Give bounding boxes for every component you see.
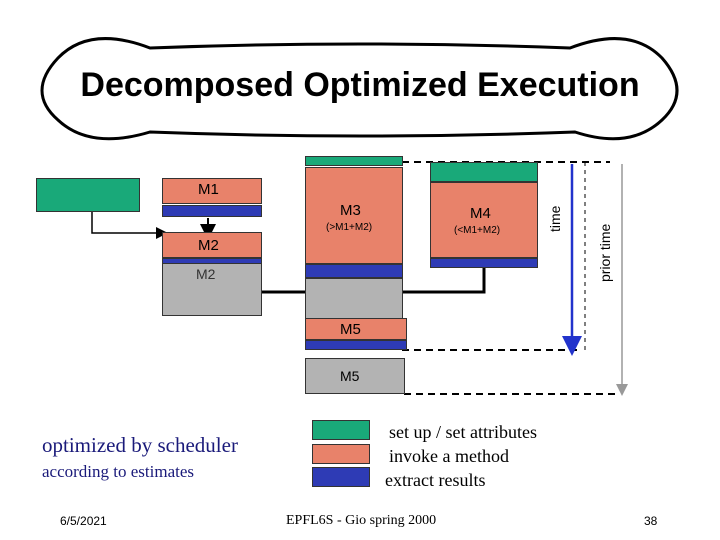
m4-extract-block (430, 258, 538, 268)
m5-prior-block (305, 358, 405, 394)
prior-time-label: prior time (597, 223, 613, 282)
m4-invoke-block (430, 182, 538, 258)
slide-date: 6/5/2021 (60, 514, 107, 528)
title-cloud (40, 37, 679, 141)
m3-sublabel: (>M1+M2) (326, 222, 373, 233)
m3-invoke-block (305, 167, 403, 264)
m5-invoke-block (305, 318, 407, 340)
m4-sublabel: (<M1+M2) (454, 225, 501, 236)
m3-prior-ghost (305, 278, 403, 322)
m1-invoke-block (162, 178, 262, 204)
slide-title: Decomposed Optimized Execution (80, 66, 640, 104)
m2-extract-block (162, 258, 262, 264)
m2-label: M2 (198, 237, 219, 254)
m4-label: M4 (470, 205, 491, 222)
note-optimized: optimized by scheduler (42, 433, 238, 457)
m5-prior-label: M5 (340, 368, 360, 384)
m5-label: M5 (340, 321, 361, 338)
m2-invoke-block (162, 232, 262, 258)
time-label: time (547, 205, 563, 232)
legend-extract-label: extract results (385, 470, 486, 490)
m1-extract-block (162, 205, 262, 217)
legend-extract-swatch (312, 467, 370, 487)
slide-footer: EPFL6S - Gio spring 2000 (286, 513, 437, 528)
legend-invoke-swatch (312, 444, 370, 464)
m5-extract-block (305, 340, 407, 350)
m3-setup-block (305, 156, 403, 166)
slide-page-number: 38 (644, 514, 658, 528)
legend-setup-label: set up / set attributes (389, 422, 537, 442)
note-estimates: according to estimates (42, 462, 195, 481)
legend-invoke-label: invoke a method (389, 446, 509, 466)
m3-label: M3 (340, 202, 361, 219)
m2-ghost-label: M2 (196, 266, 216, 282)
m3-extract-block (305, 264, 403, 278)
m1-label: M1 (198, 181, 219, 198)
client-setup-block (36, 178, 140, 212)
legend-setup-swatch (312, 420, 370, 440)
m4-setup-block (430, 162, 538, 182)
m2-prior-ghost (162, 258, 262, 316)
